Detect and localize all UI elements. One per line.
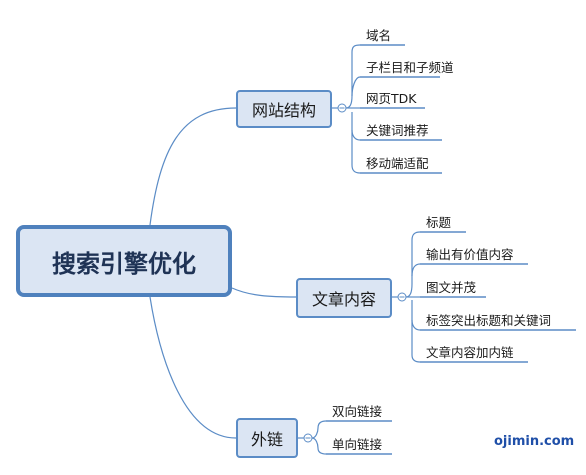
connector-root-website (149, 107, 237, 226)
leaf-title[interactable]: 标题 (426, 215, 452, 230)
connector-root-links (149, 296, 237, 439)
leaf-domain[interactable]: 域名 (366, 28, 392, 43)
site-watermark: ojimin.com (494, 434, 575, 449)
branch-external-links[interactable]: 外链 (236, 418, 298, 458)
leaf-subsections[interactable]: 子栏目和子频道 (366, 60, 454, 75)
leaf-one-way-links[interactable]: 单向链接 (332, 437, 383, 452)
root-node[interactable]: 搜索引擎优化 (16, 225, 232, 297)
branch-article-content[interactable]: 文章内容 (296, 278, 392, 318)
leaf-valuable-content[interactable]: 输出有价值内容 (426, 247, 514, 262)
leaf-mobile-adapt[interactable]: 移动端适配 (366, 156, 429, 171)
leaf-internal-links[interactable]: 文章内容加内链 (426, 345, 514, 360)
leaf-keyword-recommend[interactable]: 关键词推荐 (366, 123, 429, 138)
branch-website-structure[interactable]: 网站结构 (236, 90, 332, 128)
leaf-page-tdk[interactable]: 网页TDK (366, 91, 417, 106)
connector-root-content (231, 287, 297, 298)
leaf-tags-highlight[interactable]: 标签突出标题和关键词 (426, 313, 552, 328)
leaf-images-text[interactable]: 图文并茂 (426, 280, 477, 295)
leaf-two-way-links[interactable]: 双向链接 (332, 404, 383, 419)
